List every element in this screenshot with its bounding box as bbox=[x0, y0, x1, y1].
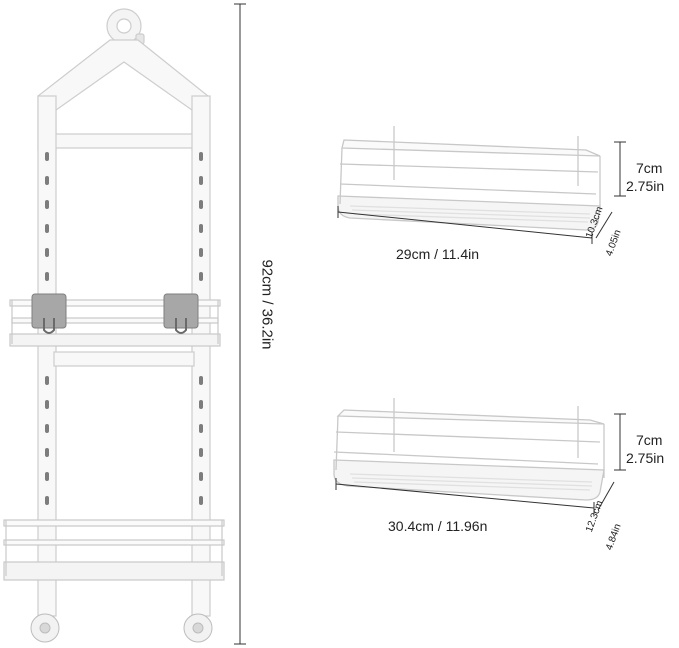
mid-crossbar bbox=[53, 351, 195, 367]
basket-top-height-in-label: 2.75in bbox=[626, 178, 665, 194]
basket-bottom-illustration bbox=[333, 398, 605, 501]
basket-bottom-height-in-label: 2.75in bbox=[626, 450, 665, 466]
overall-height-label: 92cm / 36.2in bbox=[258, 259, 276, 350]
shower-caddy-frame bbox=[37, 8, 211, 617]
basket-top-width-label: 29cm / 11.4in bbox=[396, 246, 480, 262]
basket-top-illustration bbox=[337, 126, 601, 231]
left-pole bbox=[37, 95, 57, 617]
basket-bottom-dimensions bbox=[335, 413, 626, 514]
basket-bottom-height-cm-label: 7cm bbox=[636, 432, 663, 448]
right-pole bbox=[191, 95, 211, 617]
basket-top-dimensions bbox=[337, 141, 626, 244]
caddy-upper-basket bbox=[9, 299, 221, 347]
adhesive-hooks bbox=[31, 293, 199, 334]
basket-top-height-cm-label: 7cm bbox=[636, 160, 663, 176]
top-crossbar bbox=[53, 133, 195, 149]
overall-height-dimension bbox=[234, 3, 246, 645]
basket-bottom-width-label: 30.4cm / 11.96n bbox=[388, 518, 488, 534]
suction-cups bbox=[30, 613, 213, 643]
caddy-lower-basket bbox=[3, 519, 225, 581]
hook-right-icon bbox=[163, 293, 199, 329]
adjustment-slots bbox=[45, 152, 203, 505]
hook-left-icon bbox=[31, 293, 67, 329]
